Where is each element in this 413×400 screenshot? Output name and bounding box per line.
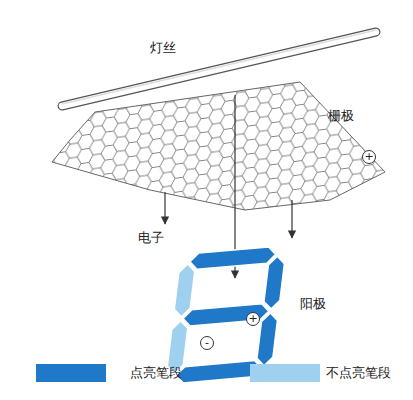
polarity-symbol: - (200, 336, 214, 350)
part-name: 阳极 (300, 296, 326, 312)
electron-arrows (165, 95, 292, 278)
polarity-symbol: + (246, 312, 260, 326)
polarity-symbol: + (362, 150, 376, 164)
legend-text: 不点亮笔段 (326, 365, 391, 381)
part-name: 栅极 (328, 108, 354, 124)
legend-swatch (250, 364, 320, 382)
part-name: 电子 (138, 230, 164, 246)
filament-tube (62, 30, 376, 106)
legend-text: 点亮笔段 (130, 365, 182, 381)
part-name: 灯丝 (150, 40, 176, 56)
legend-swatch (36, 364, 106, 382)
